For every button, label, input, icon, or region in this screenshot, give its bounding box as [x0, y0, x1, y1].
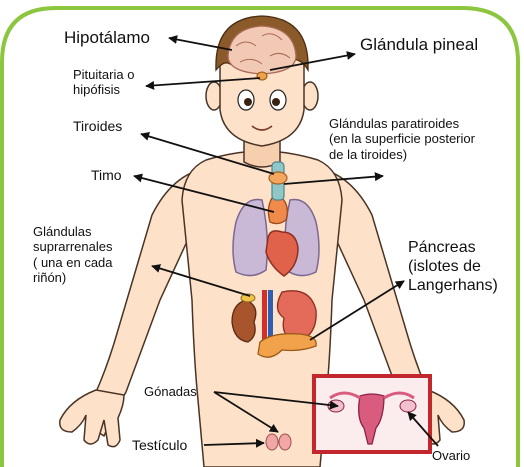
- label-ovario: Ovario: [432, 448, 470, 463]
- label-pancreas: Páncreas (islotes de Langerhans): [408, 239, 498, 296]
- ovary-right: [400, 400, 416, 412]
- label-tiroides: Tiroides: [73, 118, 122, 135]
- left-hand: [60, 390, 124, 447]
- label-testiculo: Testículo: [132, 437, 187, 454]
- label-timo: Timo: [91, 167, 122, 184]
- testicle-left: [266, 434, 278, 450]
- testicle-right: [279, 434, 291, 450]
- label-paratiroides: Glándulas paratiroides (en la superficie…: [329, 116, 475, 162]
- pupil-left: [244, 98, 252, 106]
- label-gonadas: Gónadas: [144, 384, 197, 399]
- label-hipotalamo: Hipotálamo: [64, 28, 150, 48]
- label-suprarrenales: Glándulas suprarrenales ( una en cada ri…: [33, 224, 113, 285]
- label-pituitaria: Pituitaria o hipófisis: [73, 67, 134, 98]
- label-glandula-pineal: Glándula pineal: [360, 35, 478, 55]
- pupil-right: [272, 98, 280, 106]
- aorta: [262, 290, 267, 342]
- vena-cava: [268, 290, 273, 342]
